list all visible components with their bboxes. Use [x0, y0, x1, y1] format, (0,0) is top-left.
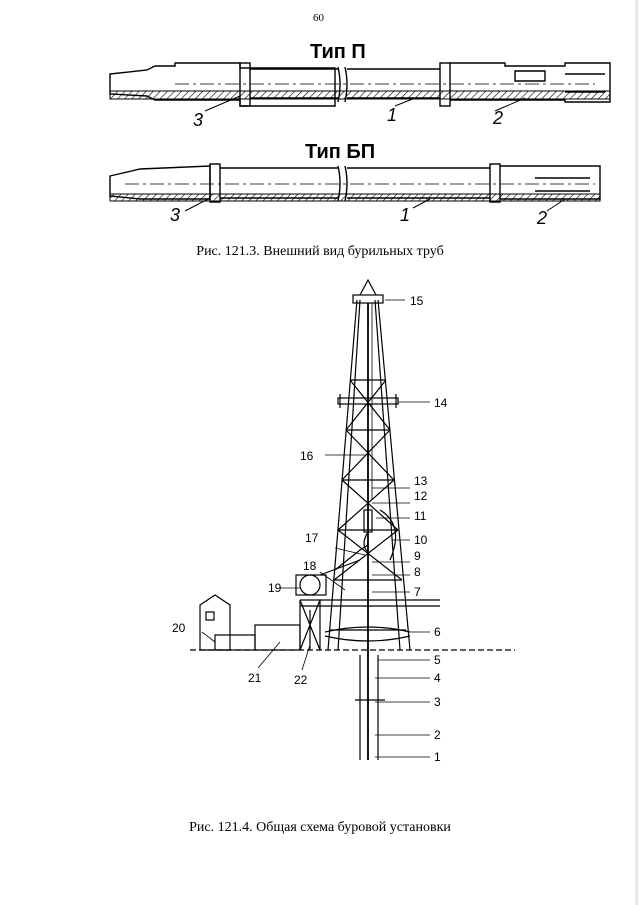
type-bp-callout-3: 3 [170, 205, 180, 225]
label-3: 3 [434, 695, 441, 709]
label-2: 2 [434, 728, 441, 742]
label-21: 21 [248, 671, 262, 685]
label-22: 22 [294, 673, 308, 687]
figure1-caption: Рис. 121.3. Внешний вид бурильных труб [196, 244, 444, 259]
drill-pipes-figure: Тип П 3 1 2 Тип БП [109, 41, 611, 228]
label-20: 20 [172, 621, 186, 635]
pipe-type-p [109, 62, 611, 107]
label-8: 8 [414, 565, 421, 579]
type-bp-callout-1: 1 [400, 205, 410, 225]
label-9: 9 [414, 549, 421, 563]
type-p-callout-2: 2 [492, 108, 503, 128]
label-11: 11 [414, 509, 427, 523]
scan-edge [634, 0, 638, 905]
figure2-caption: Рис. 121.4. Общая схема буровой установк… [189, 820, 451, 835]
label-15: 15 [410, 294, 424, 308]
label-1: 1 [434, 750, 441, 764]
label-17: 17 [305, 531, 319, 545]
label-7: 7 [414, 585, 421, 599]
derrick [327, 299, 411, 651]
type-bp-callout-2: 2 [536, 208, 547, 228]
label-6: 6 [434, 625, 441, 639]
type-p-callout-3: 3 [193, 110, 203, 130]
label-12: 12 [414, 489, 428, 503]
label-16: 16 [300, 449, 314, 463]
label-13: 13 [414, 474, 428, 488]
label-10: 10 [414, 533, 428, 547]
drilling-rig-figure: 15 14 16 13 12 11 10 17 9 8 18 19 7 6 20… [172, 278, 515, 764]
label-14: 14 [434, 396, 448, 410]
label-4: 4 [434, 671, 441, 685]
label-19: 19 [268, 581, 282, 595]
label-18: 18 [303, 559, 317, 573]
page-number: 60 [313, 12, 324, 24]
type-p-title: Тип П [310, 41, 366, 63]
type-bp-title: Тип БП [305, 141, 375, 163]
pipe-type-bp-section [109, 193, 601, 202]
type-p-callout-1: 1 [387, 105, 397, 125]
label-5: 5 [434, 653, 441, 667]
pipe-type-p-section [109, 90, 611, 100]
